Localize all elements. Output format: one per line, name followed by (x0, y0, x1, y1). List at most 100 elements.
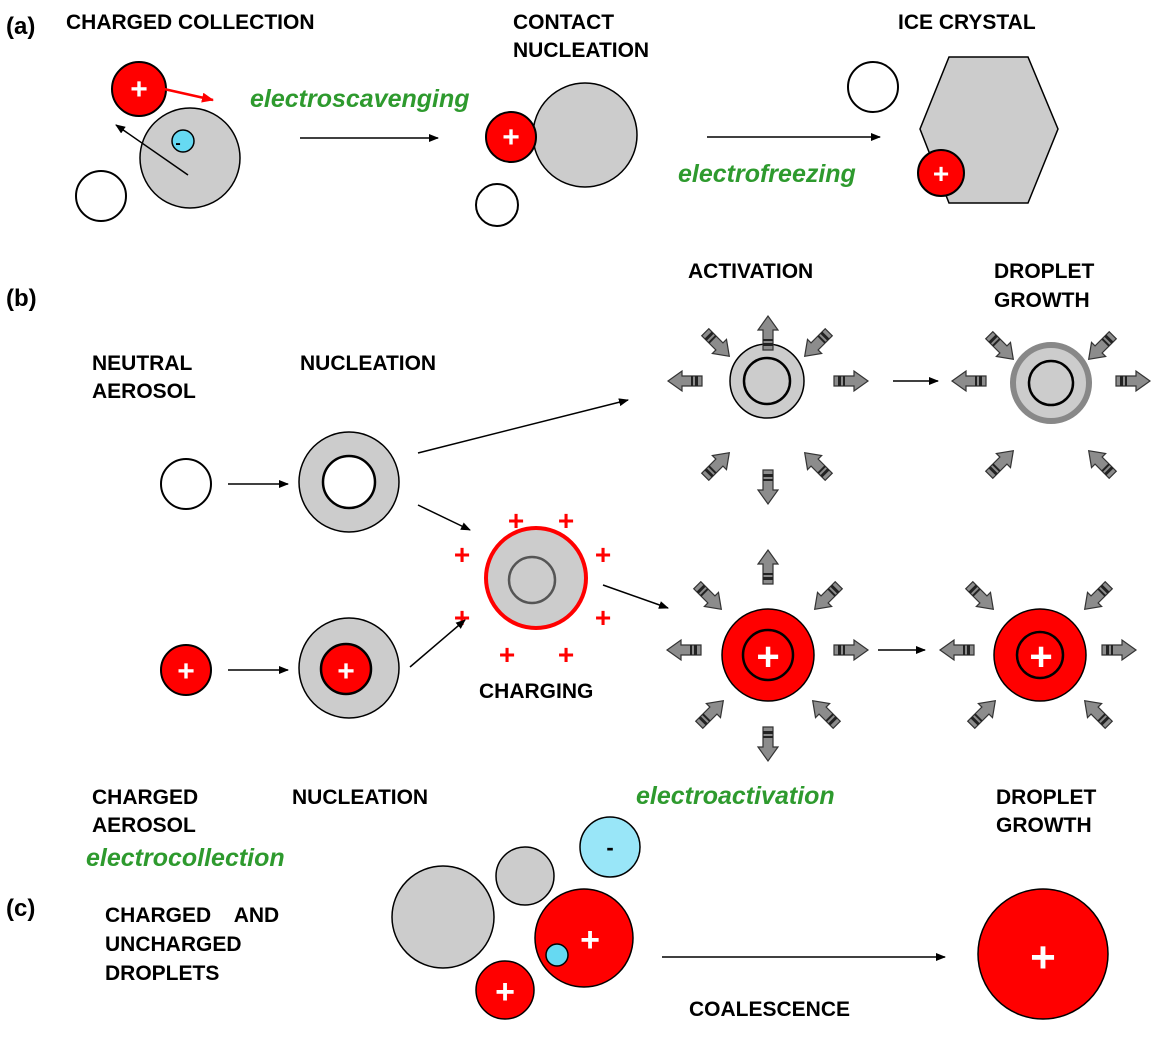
label-coalescence: COALESCENCE (689, 998, 850, 1021)
arrow-charging-to-electroactivation (602, 584, 669, 609)
vapor-arrow-out (833, 370, 869, 392)
positive-droplet-small (475, 960, 535, 1020)
negative-droplet (579, 816, 641, 878)
grey-droplet-small (495, 846, 555, 906)
grey-droplet-large (391, 865, 495, 969)
neutral-aerosol (475, 183, 519, 227)
plus-sign: + (756, 635, 779, 679)
label-charged-uncharged-2: UNCHARGED (105, 933, 242, 956)
plus-sign: + (130, 73, 148, 106)
arrow-to-activation (417, 398, 629, 454)
red-velocity-arrow (163, 87, 214, 103)
panel-a-tag: (a) (6, 13, 35, 40)
vapor-arrow-out (667, 370, 703, 392)
collection-arrow (115, 124, 189, 176)
label-neutral-2: AEROSOL (92, 380, 196, 403)
plus-sign: + (1029, 635, 1052, 679)
arrow-to-charging (417, 504, 471, 531)
vapor-arrow-in (963, 693, 1003, 733)
plus-sign: + (499, 639, 515, 670)
vapor-arrow-in (1081, 327, 1121, 367)
plus-sign: + (1030, 933, 1056, 982)
negative-ion-small (171, 129, 195, 153)
plus-sign: + (558, 639, 574, 670)
charged-core (319, 642, 373, 696)
vapor-arrow-in (691, 693, 731, 733)
label-charged-collection: CHARGED COLLECTION (66, 11, 315, 34)
vapor-arrow-in (981, 327, 1021, 367)
negative-ion-small (545, 943, 569, 967)
label-charging: CHARGING (479, 680, 593, 703)
aerosol-core (507, 555, 557, 605)
coalesced-droplet (977, 888, 1109, 1020)
plus-sign: + (177, 655, 195, 688)
vapor-arrow-in (807, 577, 847, 617)
plus-sign: + (508, 505, 524, 536)
aerosol-core (1027, 359, 1075, 407)
neutral-aerosol (847, 61, 899, 113)
label-electrofreezing: electrofreezing (678, 160, 856, 188)
charged-core (741, 628, 795, 682)
charged-core (1015, 630, 1065, 680)
neutral-aerosol (160, 458, 212, 510)
plus-sign: + (558, 505, 574, 536)
arrow-nucleation-to-charging (409, 619, 466, 668)
label-charged-uncharged-3: DROPLETS (105, 962, 219, 985)
vapor-arrow-out (1115, 370, 1151, 392)
label-electroscavenging: electroscavenging (250, 85, 470, 113)
aerosol-core (742, 356, 792, 406)
vapor-arrow-in (689, 577, 729, 617)
vapor-arrow-out (833, 639, 869, 661)
positive-aerosol (917, 149, 965, 197)
plus-sign: + (502, 121, 520, 154)
panel-b-tag: (b) (6, 285, 37, 312)
surface-charges: + + + + + + + + (454, 505, 611, 670)
charged-aerosol (160, 644, 212, 696)
vapor-arrow-in (797, 324, 837, 364)
minus-sign: - (606, 835, 613, 860)
label-electroactivation: electroactivation (636, 782, 835, 810)
vapor-arrow-in (981, 443, 1021, 483)
vapor-arrow-in (961, 577, 1001, 617)
vapor-arrow-out (951, 370, 987, 392)
vapor-arrow-in (1077, 577, 1117, 617)
vapor-arrow-in (797, 445, 837, 485)
plus-sign: + (595, 602, 611, 633)
plus-sign: + (580, 921, 600, 959)
positive-aerosol (485, 111, 537, 163)
vapor-arrow-out (757, 726, 779, 762)
label-activation: ACTIVATION (688, 260, 813, 283)
vapor-arrow-in (697, 324, 737, 364)
label-contact-line2: NUCLEATION (513, 39, 649, 62)
vapor-arrow-out (666, 639, 702, 661)
label-droplet-bottom-2: GROWTH (996, 814, 1092, 837)
vapor-arrow-in (1077, 693, 1117, 733)
label-droplet-top-2: GROWTH (994, 289, 1090, 312)
plus-sign: + (495, 973, 515, 1011)
label-droplet-top-1: DROPLET (994, 260, 1095, 283)
neutral-aerosol (75, 170, 127, 222)
label-droplet-bottom-1: DROPLET (996, 786, 1097, 809)
label-charged-uncharged-1: CHARGED AND (105, 904, 279, 927)
label-ice-crystal: ICE CRYSTAL (898, 11, 1036, 34)
vapor-arrow-out (939, 639, 975, 661)
plus-sign: + (595, 539, 611, 570)
plus-sign: + (933, 158, 949, 189)
grey-droplet (532, 82, 638, 188)
vapor-arrow-in (1081, 443, 1121, 483)
vapor-arrow-in (697, 445, 737, 485)
label-nucleation-top: NUCLEATION (300, 352, 436, 375)
label-contact-line1: CONTACT (513, 11, 614, 34)
panel-c-tag: (c) (6, 895, 35, 922)
label-charged-1: CHARGED (92, 786, 198, 809)
plus-sign: + (454, 539, 470, 570)
aerosol-core (321, 454, 377, 510)
vapor-arrow-out (757, 469, 779, 505)
minus-sign: - (175, 135, 180, 152)
grey-droplet (139, 107, 241, 209)
plus-sign: + (337, 655, 355, 688)
vapor-arrow-out (757, 549, 779, 585)
vapor-arrow-out (1101, 639, 1137, 661)
label-nucleation-bottom: NUCLEATION (292, 786, 428, 809)
